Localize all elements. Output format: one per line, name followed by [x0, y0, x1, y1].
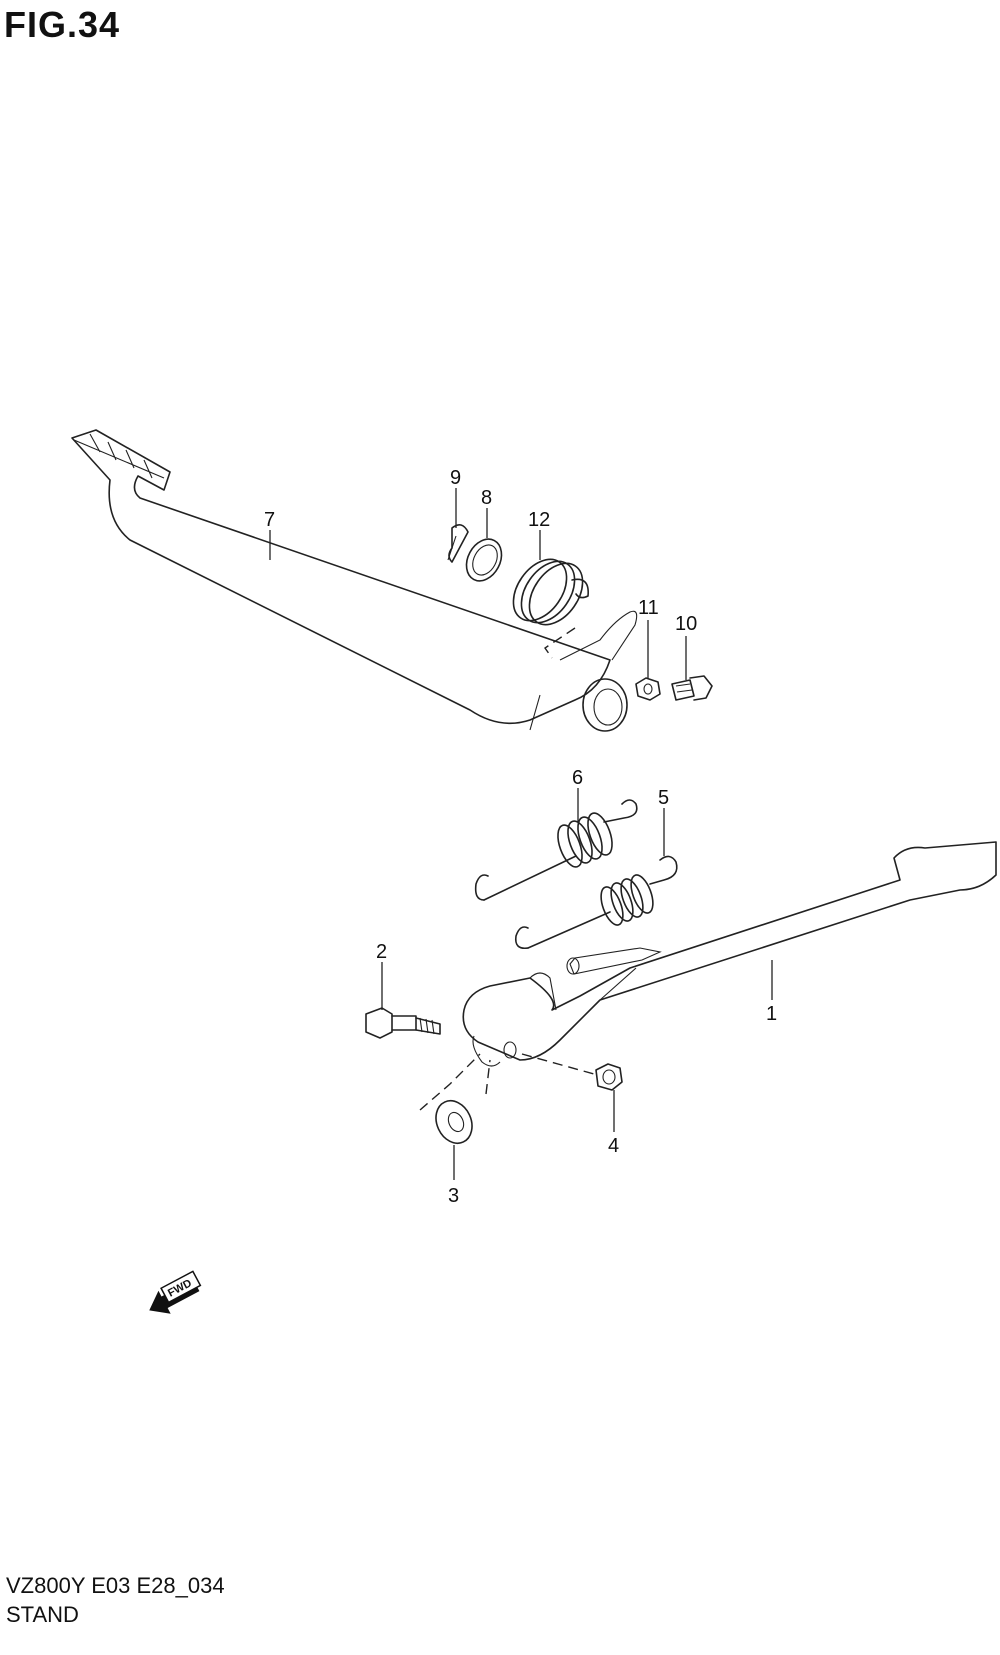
callout-2: 2	[376, 941, 387, 963]
callout-5: 5	[658, 787, 669, 809]
callout-6: 6	[572, 767, 583, 789]
callout-11: 11	[638, 597, 659, 619]
cotter-pin	[447, 524, 469, 563]
callout-12: 12	[528, 509, 550, 531]
callout-4: 4	[608, 1135, 619, 1157]
side-stand	[462, 841, 997, 1067]
stand-washer	[419, 1053, 491, 1144]
callout-numbers: 7 9 8 12 11 10 6 5 2 1 4 3	[264, 467, 777, 1207]
fwd-arrow-icon: FWD	[149, 1270, 202, 1314]
figure-title: FIG.34	[4, 4, 121, 45]
callout-9: 9	[450, 467, 461, 489]
pivot-nut	[635, 677, 661, 701]
figure-name: STAND	[6, 1602, 79, 1627]
callout-7: 7	[264, 509, 275, 531]
pivot-bolt	[671, 675, 713, 701]
stand-bolt	[365, 1007, 441, 1039]
stand-spring-small	[514, 855, 678, 950]
leader-lines	[269, 488, 773, 1180]
callout-10: 10	[675, 613, 697, 635]
stand-nut	[521, 1053, 623, 1091]
callout-8: 8	[481, 487, 492, 509]
return-spring-coil	[512, 558, 589, 659]
brake-pedal-arm	[71, 429, 638, 732]
stand-spring-large	[474, 799, 638, 901]
callout-1: 1	[766, 1003, 777, 1025]
figure-code: VZ800Y E03 E28_034	[6, 1573, 225, 1598]
washer-small	[465, 538, 503, 582]
callout-3: 3	[448, 1185, 459, 1207]
